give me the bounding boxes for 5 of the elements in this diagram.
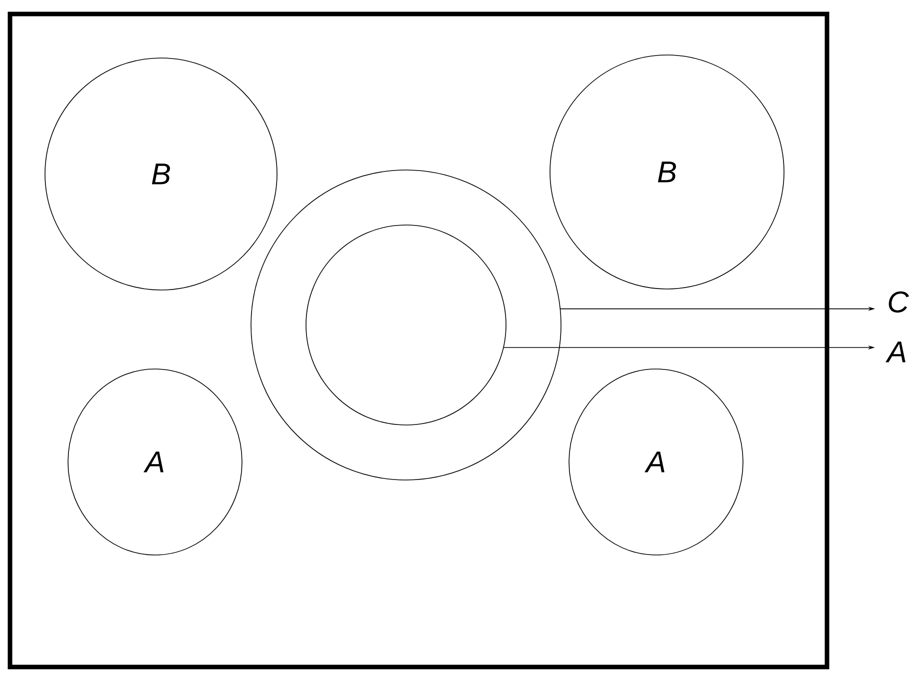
frame-box bbox=[8, 12, 830, 670]
circle bbox=[306, 224, 506, 426]
label-text: A bbox=[886, 342, 906, 362]
label-text: C bbox=[888, 291, 909, 313]
circle bbox=[250, 170, 562, 480]
